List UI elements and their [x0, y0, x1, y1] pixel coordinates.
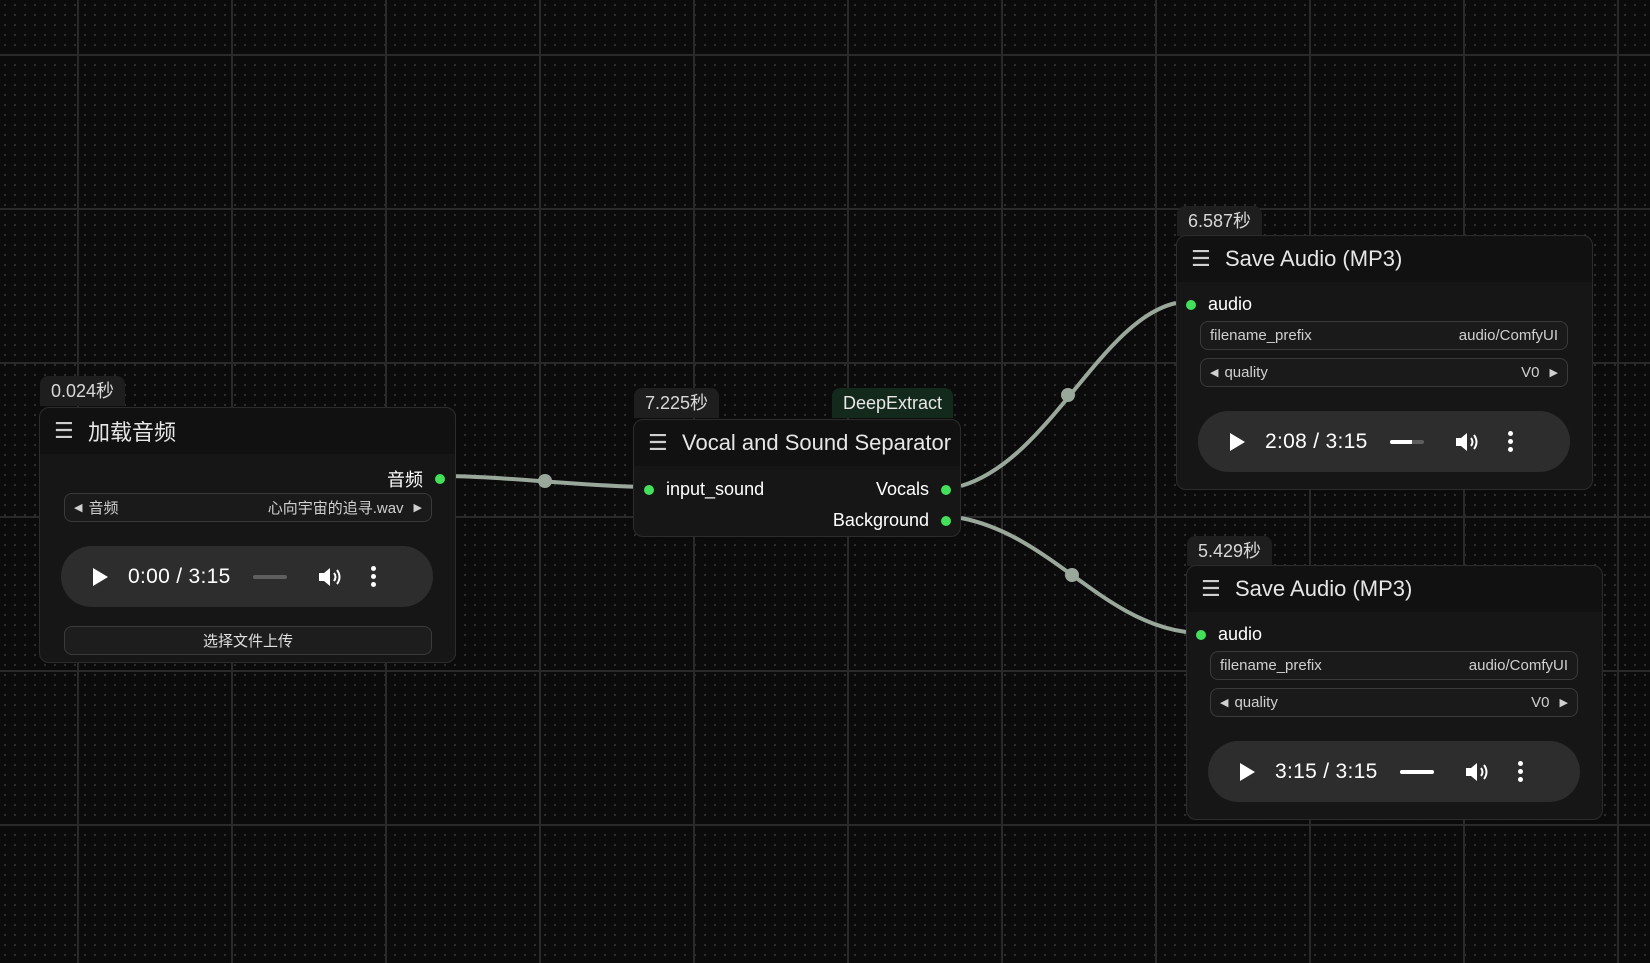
wire-midpoint-handle: [1065, 568, 1079, 582]
node-title-bar[interactable]: ☰ 加载音频: [40, 408, 455, 454]
triangle-right-icon[interactable]: ▶: [1559, 697, 1568, 709]
node-title-bar[interactable]: ☰ Save Audio (MP3): [1177, 236, 1592, 282]
widget-value: V0: [1521, 364, 1540, 381]
input-slot-audio[interactable]: audio: [1196, 624, 1262, 645]
wire-audio-to-input: [440, 474, 646, 489]
input-slot-label: input_sound: [666, 479, 765, 499]
wire-midpoint-handle: [538, 474, 552, 488]
node-title: Vocal and Sound Separator: [682, 430, 952, 455]
execution-time-badge: 0.024秒: [40, 376, 126, 406]
node-title: Save Audio (MP3): [1235, 576, 1413, 601]
execution-time-badge: 7.225秒: [634, 388, 720, 418]
play-icon[interactable]: [1240, 762, 1255, 781]
widget-value: 心向宇宙的追寻.wav: [267, 500, 404, 517]
wire-background-to-save2: [960, 516, 1187, 634]
quality-selector[interactable]: ◀ quality V0 ▶: [1200, 358, 1568, 387]
execution-time-badge: 5.429秒: [1187, 536, 1273, 566]
widget-value: audio/ComfyUI: [1468, 657, 1568, 674]
input-slot-dot[interactable]: [1196, 629, 1206, 640]
output-slot-label: Vocals: [875, 479, 929, 499]
wire-vocals-to-save1: [960, 301, 1177, 488]
input-slot-label: audio: [1218, 624, 1263, 644]
output-slot-dot[interactable]: [941, 515, 951, 526]
load-audio-node[interactable]: ☰ 加载音频 音频 ◀ 音频 心向宇宙的追寻.wav ▶ 0:00 / 3:15…: [39, 407, 456, 663]
seek-fill: [1399, 769, 1434, 774]
hamburger-icon[interactable]: ☰: [1201, 576, 1221, 601]
triangle-left-icon[interactable]: ◀: [1220, 697, 1229, 709]
save-audio-node[interactable]: ☰ Save Audio (MP3) audio filename_prefix…: [1186, 565, 1603, 820]
seek-slider[interactable]: [252, 574, 287, 579]
more-vertical-icon[interactable]: [370, 566, 376, 587]
hamburger-icon[interactable]: ☰: [1191, 246, 1211, 271]
play-icon[interactable]: [93, 567, 108, 586]
output-slot-dot[interactable]: [435, 474, 445, 484]
seek-slider[interactable]: [1399, 769, 1434, 774]
vocal-separator-node[interactable]: ☰ Vocal and Sound Separator input_sound …: [633, 419, 961, 537]
triangle-right-icon[interactable]: ▶: [413, 502, 422, 514]
widget-name: 音频: [88, 500, 119, 517]
wire-midpoint-handle: [1061, 388, 1075, 402]
volume-icon[interactable]: [317, 565, 343, 589]
filename-prefix-field[interactable]: filename_prefix audio/ComfyUI: [1210, 651, 1578, 680]
node-title: 加载音频: [88, 420, 177, 445]
triangle-left-icon[interactable]: ◀: [74, 502, 83, 514]
widget-value: V0: [1531, 694, 1550, 711]
output-slot-vocals[interactable]: Vocals: [876, 479, 951, 500]
save-audio-node[interactable]: ☰ Save Audio (MP3) audio filename_prefix…: [1176, 235, 1593, 490]
play-icon[interactable]: [1230, 432, 1245, 451]
output-slot-dot[interactable]: [941, 484, 951, 495]
output-slot-background[interactable]: Background: [833, 510, 951, 531]
widget-name: quality: [1234, 694, 1278, 711]
node-title: Save Audio (MP3): [1225, 246, 1403, 271]
node-source-tag: DeepExtract: [832, 388, 954, 418]
input-slot-audio[interactable]: audio: [1186, 294, 1252, 315]
execution-time-badge: 6.587秒: [1177, 206, 1263, 236]
output-slot-audio[interactable]: 音频: [387, 466, 445, 492]
audio-player[interactable]: 0:00 / 3:15: [61, 546, 433, 607]
input-slot-sound[interactable]: input_sound: [644, 479, 764, 500]
volume-icon[interactable]: [1464, 760, 1490, 784]
triangle-right-icon[interactable]: ▶: [1549, 367, 1558, 379]
filename-prefix-field[interactable]: filename_prefix audio/ComfyUI: [1200, 321, 1568, 350]
input-slot-label: audio: [1208, 294, 1253, 314]
node-title-bar[interactable]: ☰ Vocal and Sound Separator: [634, 420, 960, 466]
widget-name: quality: [1224, 364, 1268, 381]
hamburger-icon[interactable]: ☰: [648, 430, 668, 455]
more-vertical-icon[interactable]: [1507, 431, 1513, 452]
volume-icon[interactable]: [1454, 430, 1480, 454]
widget-value: audio/ComfyUI: [1458, 327, 1558, 344]
player-time: 0:00 / 3:15: [128, 564, 231, 588]
widget-name: filename_prefix: [1220, 657, 1322, 674]
upload-file-button[interactable]: 选择文件上传: [64, 626, 432, 655]
audio-file-selector[interactable]: ◀ 音频 心向宇宙的追寻.wav ▶: [64, 493, 432, 522]
hamburger-icon[interactable]: ☰: [54, 418, 74, 443]
widget-name: filename_prefix: [1210, 327, 1312, 344]
node-title-bar[interactable]: ☰ Save Audio (MP3): [1187, 566, 1602, 612]
input-slot-dot[interactable]: [644, 484, 654, 495]
seek-fill: [1389, 439, 1412, 444]
input-slot-dot[interactable]: [1186, 299, 1196, 310]
player-time: 3:15 / 3:15: [1275, 759, 1378, 783]
player-time: 2:08 / 3:15: [1265, 429, 1368, 453]
triangle-left-icon[interactable]: ◀: [1210, 367, 1219, 379]
audio-player[interactable]: 2:08 / 3:15: [1198, 411, 1570, 472]
output-slot-label: 音频: [387, 470, 423, 490]
more-vertical-icon[interactable]: [1517, 761, 1523, 782]
quality-selector[interactable]: ◀ quality V0 ▶: [1210, 688, 1578, 717]
output-slot-label: Background: [832, 510, 929, 530]
audio-player[interactable]: 3:15 / 3:15: [1208, 741, 1580, 802]
seek-slider[interactable]: [1389, 439, 1424, 444]
